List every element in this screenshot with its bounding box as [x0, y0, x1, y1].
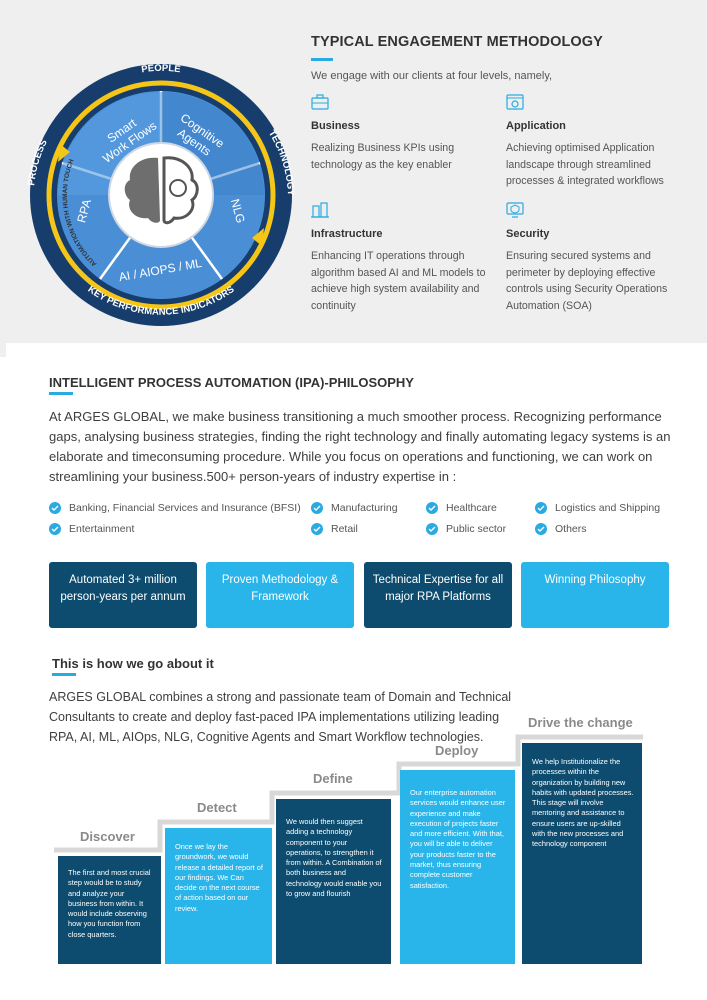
level-title: Business: [311, 120, 360, 132]
methodology-intro: We engage with our clients at four level…: [311, 70, 553, 82]
title-accent-bar: [49, 392, 73, 395]
check-icon: [535, 502, 547, 514]
check-icon: [49, 523, 61, 535]
brain-icon: [124, 156, 199, 225]
industry-label: Healthcare: [446, 502, 497, 514]
industry-item: Healthcare: [426, 502, 497, 514]
step-panel-drive-the-change: We help Institutionalize the processes w…: [522, 743, 642, 964]
step-label-discover: Discover: [80, 829, 135, 844]
level-description: Enhancing IT operations through algorith…: [311, 250, 486, 312]
industry-label: Public sector: [446, 523, 507, 535]
level-title: Infrastructure: [311, 228, 383, 240]
buildings-icon: [311, 202, 329, 218]
step-panel-discover: The first and most crucial step would be…: [58, 856, 161, 964]
check-icon: [426, 523, 438, 535]
industry-item: Public sector: [426, 523, 506, 535]
level-title: Application: [506, 120, 566, 132]
level-description: Achieving optimised Application landscap…: [506, 142, 664, 187]
highlight-box: Proven Methodology & Framework: [206, 562, 354, 628]
industry-item: Others: [535, 523, 587, 535]
level-business: Business Realizing Business KPIs using t…: [311, 94, 491, 173]
svg-text:PEOPLE: PEOPLE: [141, 63, 182, 76]
step-panel-detect: Once we lay the groundwork, we would rel…: [165, 828, 272, 964]
ipa-title: INTELLIGENT PROCESS AUTOMATION (IPA)-PHI…: [49, 375, 414, 390]
industry-item: Manufacturing: [311, 502, 398, 514]
title-accent-bar: [52, 673, 76, 676]
segment-nlg: NLG: [228, 197, 248, 224]
wheel-label-people: PEOPLE: [141, 63, 182, 76]
level-description: Realizing Business KPIs using technology…: [311, 142, 455, 171]
check-icon: [426, 502, 438, 514]
industry-label: Others: [555, 523, 587, 535]
how-paragraph: ARGES GLOBAL combines a strong and passi…: [49, 690, 512, 744]
level-description: Ensuring secured systems and perimeter b…: [506, 250, 668, 312]
arrow-icon: [58, 144, 70, 162]
check-icon: [49, 502, 61, 514]
industry-item: Retail: [311, 523, 358, 535]
level-security: Security Ensuring secured systems and pe…: [506, 202, 686, 314]
methodology-title: TYPICAL ENGAGEMENT METHODOLOGY: [311, 34, 603, 50]
industry-label: Manufacturing: [331, 502, 398, 514]
industry-item: Banking, Financial Services and Insuranc…: [49, 502, 301, 514]
highlight-box: Technical Expertise for all major RPA Pl…: [364, 562, 512, 628]
title-accent-bar: [311, 58, 333, 61]
level-title: Security: [506, 228, 550, 240]
industry-item: Entertainment: [49, 523, 134, 535]
staircase-outline: [54, 734, 643, 853]
step-label-detect: Detect: [197, 800, 237, 815]
industry-item: Logistics and Shipping: [535, 502, 660, 514]
step-panel-define: We would then suggest adding a technolog…: [276, 799, 391, 964]
industry-label: Banking, Financial Services and Insuranc…: [69, 502, 301, 514]
arrow-icon: [252, 228, 264, 246]
how-title: This is how we go about it: [52, 656, 214, 671]
section-divider: [0, 343, 6, 357]
check-icon: [535, 523, 547, 535]
highlights-row: Automated 3+ million person-years per an…: [49, 562, 670, 628]
shield-monitor-icon: [506, 202, 524, 218]
briefcase-icon: [311, 94, 329, 110]
level-application: Application Achieving optimised Applicat…: [506, 94, 686, 190]
check-icon: [311, 502, 323, 514]
level-infrastructure: Infrastructure Enhancing IT operations t…: [311, 202, 491, 314]
step-label-deploy: Deploy: [435, 743, 479, 758]
check-icon: [311, 523, 323, 535]
segment-rpa: RPA: [74, 198, 94, 225]
automation-wheel-diagram: AUTOMATION WITH HUMAN TOUCH SmartWork Fl…: [28, 63, 294, 326]
industry-label: Logistics and Shipping: [555, 502, 661, 514]
step-label-drive-the-change: Drive the change: [528, 715, 633, 730]
step-label-define: Define: [313, 771, 353, 786]
app-settings-icon: [506, 94, 524, 110]
ipa-paragraph: At ARGES GLOBAL, we make business transi…: [49, 409, 671, 484]
highlight-box: Automated 3+ million person-years per an…: [49, 562, 197, 628]
industry-label: Entertainment: [69, 523, 135, 535]
highlight-box: Winning Philosophy: [521, 562, 669, 628]
industries-list: Banking, Financial Services and Insuranc…: [49, 502, 689, 542]
industry-label: Retail: [331, 523, 358, 535]
step-panel-deploy: Our enterprise automation services would…: [400, 770, 515, 964]
